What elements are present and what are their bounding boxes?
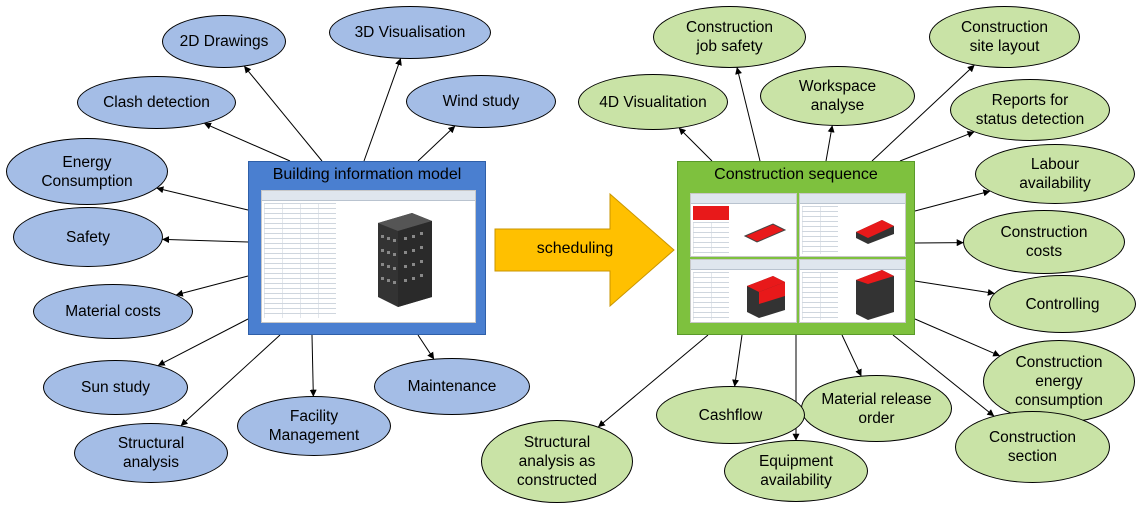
sequence-node-label: Controlling — [1025, 295, 1100, 313]
sequence-node-equipment-availability: Equipment availability — [724, 440, 868, 502]
sequence-node-label: Material release order — [821, 390, 932, 427]
construction-sequence-panel: Construction sequence — [677, 161, 915, 335]
sequence-connector-4d-visualitation — [678, 127, 713, 162]
bim-node-label: Wind study — [442, 93, 520, 110]
bim-connector-2d-drawings — [244, 65, 323, 162]
sequence-node-labour-availability: Labour availability — [975, 144, 1135, 204]
sequence-node-label: Construction job safety — [685, 19, 773, 55]
bim-node-label: Structural analysis — [117, 435, 185, 471]
sequence-connector-cashflow — [732, 334, 743, 387]
bim-node-structural-analysis: Structural analysis — [74, 423, 228, 483]
sequence-node-structural-analysis-as-constructed: Structural analysis as constructed — [481, 420, 633, 503]
bim-node-sun-study: Sun study — [43, 360, 188, 415]
sequence-connector-labour-availability — [914, 189, 991, 212]
scheduling-label: scheduling — [536, 240, 614, 257]
bim-node-clash-detection: Clash detection — [77, 76, 236, 129]
bim-connector-sun-study — [157, 318, 249, 366]
bim-node-3d-visualisation: 3D Visualisation — [329, 6, 491, 59]
sequence-node-workspace-analyse: Workspace analyse — [760, 66, 915, 126]
sequence-connector-structural-analysis-as-constructed — [597, 334, 709, 428]
bim-connector-safety — [162, 236, 249, 244]
bim-connector-facility-management — [309, 334, 317, 397]
sequence-connector-material-release-order — [841, 334, 862, 377]
bim-screenshot — [261, 190, 476, 323]
bim-node-material-costs: Material costs — [33, 284, 193, 339]
sequence-connector-construction-section — [892, 334, 995, 417]
sequence-node-label: Labour availability — [1019, 156, 1091, 192]
sequence-connector-construction-site-layout — [871, 64, 975, 162]
bim-node-wind-study: Wind study — [406, 75, 556, 128]
sequence-node-cashflow: Cashflow — [656, 386, 805, 444]
bim-connector-energy-consumption — [156, 186, 249, 211]
bim-node-energy-consumption: Energy Consumption — [6, 138, 168, 205]
bim-panel: Building information model — [248, 161, 486, 335]
bim-node-label: Sun study — [81, 379, 150, 396]
sequence-connector-construction-job-safety — [735, 67, 761, 162]
sequence-node-label: Construction section — [988, 429, 1076, 465]
sequence-node-construction-job-safety: Construction job safety — [653, 6, 806, 68]
bim-connector-material-costs — [175, 275, 249, 297]
bim-node-label: 2D Drawings — [179, 33, 269, 50]
sequence-panel-title: Construction sequence — [714, 166, 878, 183]
sequence-node-label: Construction site layout — [960, 19, 1048, 55]
sequence-node-material-release-order: Material release order — [801, 375, 952, 442]
bim-node-maintenance: Maintenance — [374, 358, 530, 415]
sequence-node-4d-visualitation: 4D Visualitation — [578, 74, 728, 130]
bim-node-safety: Safety — [13, 207, 163, 267]
sequence-node-label: Cashflow — [698, 406, 763, 424]
sequence-node-reports-for-status-detection: Reports for status detection — [950, 79, 1110, 141]
bim-connector-3d-visualisation — [363, 58, 402, 162]
bim-node-label: Facility Management — [268, 408, 360, 444]
sequence-node-construction-costs: Construction costs — [963, 210, 1125, 274]
bim-node-label: Safety — [66, 228, 110, 246]
sequence-node-construction-site-layout: Construction site layout — [929, 6, 1080, 68]
sequence-screenshot-3 — [690, 259, 797, 323]
bim-node-2d-drawings: 2D Drawings — [162, 15, 286, 68]
sequence-node-label: Workspace analyse — [798, 78, 877, 114]
bim-connector-wind-study — [417, 125, 456, 162]
sequence-node-label: Construction energy consumption — [1015, 354, 1103, 409]
bim-node-facility-management: Facility Management — [237, 396, 391, 456]
sequence-connector-workspace-analyse — [825, 125, 835, 162]
bim-node-label: 3D Visualisation — [354, 24, 466, 41]
sequence-screenshot-2 — [799, 193, 906, 257]
sequence-node-controlling: Controlling — [989, 275, 1136, 333]
bim-connector-maintenance — [417, 334, 435, 360]
bim-node-label: Clash detection — [103, 94, 210, 111]
bim-node-label: Material costs — [65, 303, 161, 320]
bim-panel-title: Building information model — [272, 166, 462, 183]
bim-connector-clash-detection — [203, 122, 291, 162]
sequence-node-label: 4D Visualitation — [599, 93, 707, 111]
sequence-connector-construction-energy-consumption — [914, 318, 1001, 357]
bim-node-label: Energy Consumption — [41, 153, 133, 190]
sequence-screenshot-4 — [799, 259, 906, 323]
sequence-screenshot-1 — [690, 193, 797, 257]
sequence-node-label: Structural analysis as constructed — [516, 434, 598, 489]
sequence-node-construction-energy-consumption: Construction energy consumption — [983, 340, 1135, 423]
sequence-node-label: Construction costs — [1000, 224, 1088, 260]
sequence-connector-controlling — [914, 280, 995, 296]
scheduling-arrow — [494, 193, 675, 307]
sequence-node-label: Reports for status detection — [975, 92, 1085, 128]
sequence-node-label: Equipment availability — [758, 453, 834, 489]
sequence-connector-reports-for-status-detection — [899, 131, 975, 162]
sequence-node-construction-section: Construction section — [955, 411, 1110, 483]
bim-node-label: Maintenance — [407, 378, 497, 395]
bim-connector-structural-analysis — [180, 334, 281, 426]
